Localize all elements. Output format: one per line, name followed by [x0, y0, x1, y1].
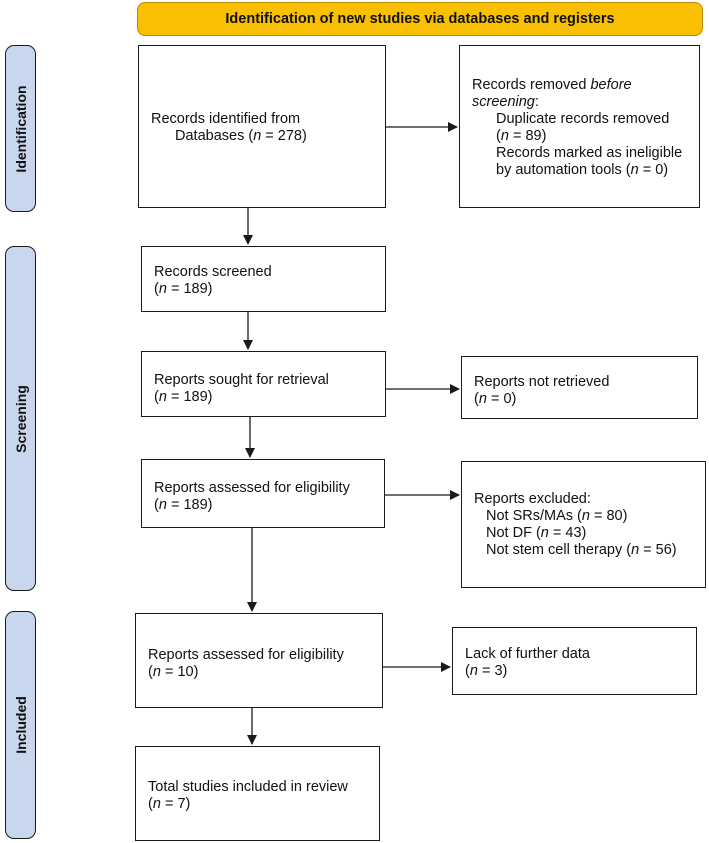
reports-excluded-box: Reports excluded: Not SRs/MAs (n = 80) N…	[461, 461, 706, 588]
lack-of-data-count: (n = 3)	[465, 663, 508, 679]
duplicate-records-count: (n = 89)	[496, 128, 547, 144]
reports-sought-count: (n = 189)	[154, 389, 213, 405]
records-removed-heading: Records removed before	[472, 77, 632, 93]
reports-assessed-box: Reports assessed for eligibility (n = 18…	[141, 459, 385, 528]
records-identified-box: Records identified from Databases (n = 2…	[138, 45, 386, 208]
total-included-label: Total studies included in review	[148, 779, 348, 795]
excluded-not-stem-cell: Not stem cell therapy (n = 56)	[486, 542, 677, 558]
records-identified-line1: Records identified from	[151, 111, 301, 127]
reports-assessed-label: Reports assessed for eligibility	[154, 480, 350, 496]
total-included-box: Total studies included in review (n = 7)	[135, 746, 380, 841]
records-screened-label: Records screened	[154, 264, 272, 280]
lack-of-data-label: Lack of further data	[465, 646, 590, 662]
reports-not-retrieved-label: Reports not retrieved	[474, 374, 610, 390]
ineligible-records-count: by automation tools (n = 0)	[496, 162, 669, 178]
duplicate-records-label: Duplicate records removed	[496, 111, 670, 127]
records-screened-box: Records screened (n = 189)	[141, 246, 386, 312]
reports-sought-box: Reports sought for retrieval (n = 189)	[141, 351, 386, 417]
lack-of-data-box: Lack of further data (n = 3)	[452, 627, 697, 695]
records-identified-count: Databases (n = 278)	[175, 128, 307, 144]
records-removed-box: Records removed before screening: Duplic…	[459, 45, 700, 208]
reports-excluded-label: Reports excluded:	[474, 491, 591, 507]
excluded-not-srs-mas: Not SRs/MAs (n = 80)	[486, 508, 628, 524]
flow-header: Identification of new studies via databa…	[137, 2, 703, 36]
records-removed-heading-2: screening:	[472, 94, 539, 110]
reports-assessed-included-box: Reports assessed for eligibility (n = 10…	[135, 613, 383, 708]
reports-not-retrieved-count: (n = 0)	[474, 391, 517, 407]
total-included-count: (n = 7)	[148, 796, 191, 812]
excluded-not-df: Not DF (n = 43)	[486, 525, 587, 541]
records-screened-count: (n = 189)	[154, 281, 213, 297]
reports-not-retrieved-box: Reports not retrieved (n = 0)	[461, 356, 698, 419]
reports-assessed-included-label: Reports assessed for eligibility	[148, 647, 344, 663]
ineligible-records-label: Records marked as ineligible	[496, 145, 683, 161]
stage-identification: Identification	[5, 45, 36, 212]
reports-assessed-count: (n = 189)	[154, 497, 213, 513]
stage-included: Included	[5, 611, 36, 839]
reports-assessed-included-count: (n = 10)	[148, 664, 199, 680]
flow-header-title: Identification of new studies via databa…	[225, 11, 615, 27]
stage-screening: Screening	[5, 246, 36, 591]
reports-sought-label: Reports sought for retrieval	[154, 372, 329, 388]
